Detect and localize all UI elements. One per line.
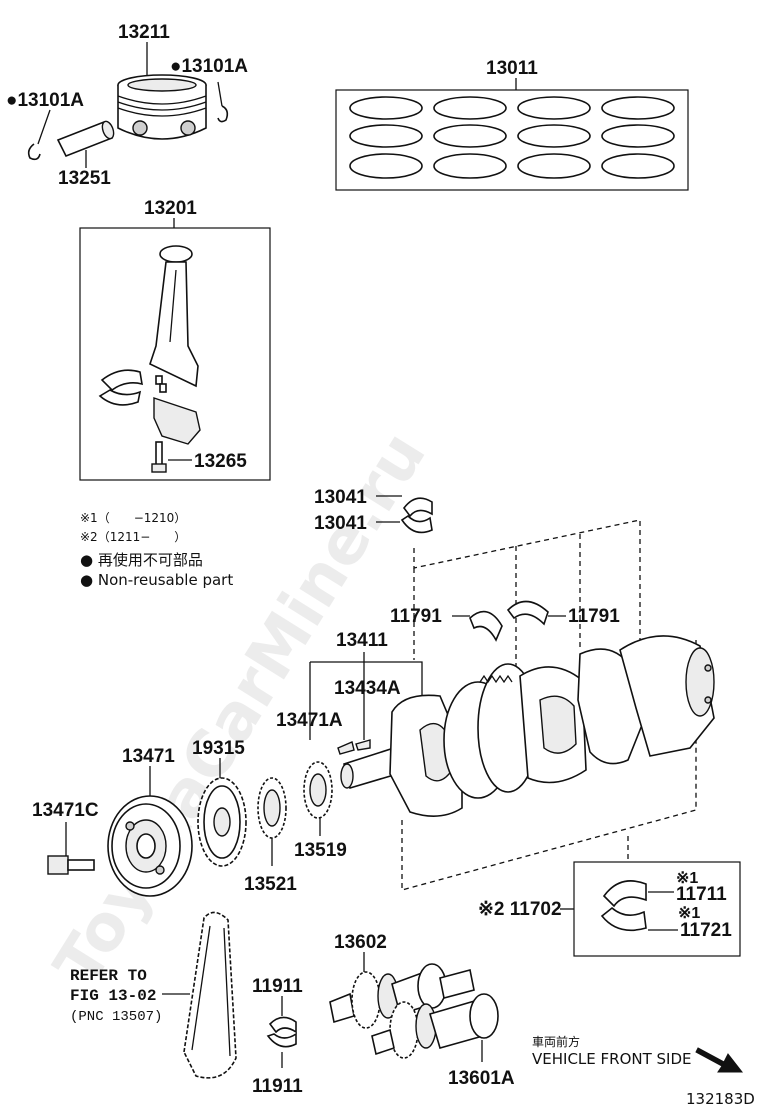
direction-en: VEHICLE FRONT SIDE <box>532 1050 692 1068</box>
legend-note-1: ※1（ −1210） <box>80 511 186 525</box>
oil-pump-sprocket-icon <box>303 761 333 819</box>
part-number-13101a-left[interactable]: ●13101A <box>6 90 84 111</box>
piston-group: 13211 ●13101A ●13101A 13251 <box>6 22 248 189</box>
part-number-13521[interactable]: 13521 <box>244 874 297 895</box>
key-group: 13411 13434A 13471A <box>276 630 423 755</box>
watermark: ToyotaCarMine.ru <box>41 420 441 999</box>
part-number-13434a[interactable]: 13434A <box>334 678 401 699</box>
crankshaft-pulley-icon <box>107 795 193 897</box>
crank-sprocket-group: 13521 13519 <box>244 761 347 895</box>
part-number-19315[interactable]: 19315 <box>192 738 245 759</box>
thrust-washer-group: 11791 11791 <box>390 600 620 642</box>
part-number-13265[interactable]: 13265 <box>194 451 247 472</box>
key-left-icon <box>337 741 355 755</box>
legend-nonreusable-jp: ● 再使用不可部品 <box>80 551 203 569</box>
balance-bearing-icon <box>266 1016 297 1048</box>
part-number-13101a-right[interactable]: ●13101A <box>170 56 248 77</box>
timing-rotor-icon <box>197 777 247 867</box>
part-number-13471a[interactable]: 13471A <box>276 710 343 731</box>
legend-note-2: ※2（1211− ） <box>80 530 186 544</box>
refer-line-3: (PNC 13507) <box>70 1009 162 1025</box>
piston-ring-set: 13011 <box>335 58 689 191</box>
part-number-13201[interactable]: 13201 <box>144 198 197 219</box>
piston-pin-icon <box>56 120 115 158</box>
rod-bolt-icon <box>151 441 167 473</box>
crank-bearing-set: ※2 11702 ※1 11711 ※1 11721 <box>478 861 741 957</box>
thrust-washer-left-icon <box>469 610 503 642</box>
piston-icon <box>117 74 207 140</box>
balance-shaft-group: 13602 13601A <box>329 932 515 1089</box>
part-number-13411[interactable]: 13411 <box>336 630 388 651</box>
front-arrow-icon <box>695 1047 744 1073</box>
balance-bearing-group: 11911 11911 <box>252 976 303 1097</box>
balance-shaft-icon <box>329 963 499 1059</box>
part-number-13211[interactable]: 13211 <box>118 22 170 43</box>
rod-bearing-icon <box>98 369 143 406</box>
part-number-13601a[interactable]: 13601A <box>448 1068 515 1089</box>
timing-rotor-group: 19315 <box>192 738 247 867</box>
crankshaft-pulley-group: 13471 13471C <box>32 746 193 897</box>
part-number-13041-b[interactable]: 13041 <box>314 513 367 534</box>
timing-chain-icon <box>183 911 237 1079</box>
part-number-11791-right[interactable]: 11791 <box>568 606 620 627</box>
mark-11711: ※1 <box>676 870 698 887</box>
crank-sprocket-icon <box>257 777 287 839</box>
part-number-13251[interactable]: 13251 <box>58 168 111 189</box>
snap-ring-left-icon <box>27 143 41 161</box>
pulley-bolt-icon <box>47 855 95 875</box>
part-number-13519[interactable]: 13519 <box>294 840 347 861</box>
snap-ring-right-icon <box>217 105 229 123</box>
crankshaft-icon <box>340 635 715 817</box>
mark-11721: ※1 <box>678 905 700 922</box>
timing-chain-group: REFER TO FIG 13-02 (PNC 13507) <box>70 911 237 1079</box>
refer-line-2[interactable]: FIG 13-02 <box>70 987 156 1005</box>
thrust-washer-right-icon <box>506 600 549 626</box>
part-number-11711[interactable]: 11711 <box>676 884 727 905</box>
main-bearing-icon <box>400 497 433 534</box>
part-number-11721[interactable]: 11721 <box>680 920 732 941</box>
legend: ※1（ −1210） ※2（1211− ） ● 再使用不可部品 ● Non-re… <box>80 511 233 589</box>
refer-line-1: REFER TO <box>70 967 147 985</box>
connecting-rod-icon <box>149 245 201 445</box>
main-bearing-upper-group: 13041 13041 <box>314 487 433 534</box>
part-number-11791-left[interactable]: 11791 <box>390 606 442 627</box>
part-number-13471[interactable]: 13471 <box>122 746 175 767</box>
part-number-13602[interactable]: 13602 <box>334 932 387 953</box>
legend-nonreusable-en: ● Non-reusable part <box>80 571 233 589</box>
part-number-13041-a[interactable]: 13041 <box>314 487 367 508</box>
ring-icons <box>349 96 675 179</box>
key-right-icon <box>355 739 371 751</box>
part-number-11702[interactable]: ※2 11702 <box>478 899 562 920</box>
connecting-rod-group: 13201 13265 <box>79 198 271 481</box>
crank-bearing-icon <box>600 880 647 932</box>
vehicle-front-indicator: 車両前方 VEHICLE FRONT SIDE <box>532 1034 744 1073</box>
part-number-13011[interactable]: 13011 <box>486 58 538 79</box>
part-number-11911-bottom[interactable]: 11911 <box>252 1076 303 1097</box>
part-number-11911-top[interactable]: 11911 <box>252 976 303 997</box>
figure-id: 132183D <box>686 1090 755 1108</box>
direction-jp: 車両前方 <box>532 1034 580 1049</box>
part-number-13471c[interactable]: 13471C <box>32 800 99 821</box>
